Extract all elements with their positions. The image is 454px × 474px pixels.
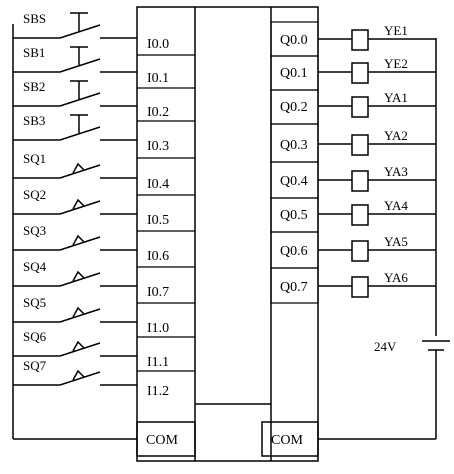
output-rows: Q0.0YE1Q0.1YE2Q0.2YA1Q0.3YA2Q0.4YA3Q0.5Y… [270,21,436,304]
input-device-label: SB1 [23,45,45,60]
pushbutton-symbol [13,80,137,107]
limit-switch-symbol [13,369,137,386]
input-terminal-label: I0.1 [147,71,169,86]
output-load-label: YA3 [384,164,408,179]
output-terminal-label: Q0.1 [280,66,308,81]
pushbutton-symbol [13,12,137,39]
coil-symbol [351,204,369,226]
output-terminal-label: Q0.3 [280,138,308,153]
input-row-I0.3: I0.3 SB3 [13,113,195,159]
input-row-I0.0: I0.0 SBS [13,11,195,56]
input-terminal-label: I1.2 [147,384,169,399]
battery-symbol [422,340,450,351]
input-row-I0.4: I0.4 SQ1 [13,151,195,196]
output-load-label: YA1 [384,90,408,105]
output-row-Q0.6: Q0.6 YA5 [270,231,436,269]
input-terminal-label: I0.5 [147,213,169,228]
output-terminal-label: Q0.7 [280,280,308,295]
pushbutton-symbol [13,114,137,141]
supply-voltage-label: 24V [374,339,397,354]
output-row-Q0.4: Q0.4 YA3 [270,161,436,199]
input-terminal-label: I0.7 [147,285,169,300]
coil-symbol [351,134,369,156]
output-com-label: COM [271,433,303,448]
limit-switch-symbol [13,198,137,215]
input-row-I0.7: I0.7 SQ4 [13,259,195,304]
output-load-label: YA4 [384,198,408,213]
input-device-label: SQ3 [23,223,46,238]
output-load-label: YA5 [384,234,408,249]
input-row-I1.2: I1.2 SQ7 [13,358,169,399]
input-terminal-label: I0.4 [147,177,169,192]
output-terminal-label: Q0.4 [280,174,308,189]
output-terminal-label: Q0.2 [280,100,308,115]
input-device-label: SQ1 [23,151,46,166]
output-row-Q0.2: Q0.2 YA1 [270,89,436,125]
output-row-Q0.0: Q0.0 YE1 [270,21,436,57]
output-load-label: YE1 [384,23,408,38]
input-device-label: SBS [23,11,46,26]
input-device-label: SB2 [23,79,45,94]
output-load-label: YE2 [384,56,408,71]
input-terminal-label: I1.1 [147,355,169,370]
input-row-I0.1: I0.1 SB1 [13,45,195,89]
input-device-label: SQ2 [23,187,46,202]
output-terminal-label: Q0.5 [280,208,308,223]
coil-symbol [351,96,369,118]
input-row-I0.6: I0.6 SQ3 [13,223,195,268]
input-com-terminal: COM [136,421,196,457]
input-row-I1.1: I1.1 SQ6 [13,329,195,372]
limit-switch-symbol [13,306,137,323]
limit-switch-symbol [13,270,137,287]
input-rows: I0.0SBSI0.1SB1I0.2SB2I0.3SB3I0.4SQ1I0.5S… [13,11,195,399]
input-terminal-label: I1.0 [147,321,169,336]
output-row-Q0.1: Q0.1 YE2 [270,55,436,91]
input-com-label: COM [146,433,178,448]
limit-switch-symbol [13,340,137,357]
input-device-label: SQ5 [23,295,46,310]
input-device-label: SQ6 [23,329,47,344]
input-device-label: SQ7 [23,358,47,373]
coil-symbol [351,240,369,262]
input-terminal-label: I0.6 [147,249,169,264]
output-terminal-label: Q0.6 [280,244,308,259]
coil-symbol [351,62,369,84]
input-row-I0.2: I0.2 SB2 [13,79,195,122]
input-terminal-label: I0.2 [147,105,169,120]
input-device-label: SB3 [23,113,45,128]
input-common-rail [12,24,137,440]
limit-switch-symbol [13,234,137,251]
input-row-I0.5: I0.5 SQ2 [13,187,195,232]
input-terminal-label: I0.3 [147,139,169,154]
output-terminal-label: Q0.0 [280,33,308,48]
coil-symbol [351,29,369,51]
output-row-Q0.3: Q0.3 YA2 [270,123,436,163]
pushbutton-symbol [13,46,137,73]
coil-symbol [351,276,369,298]
input-terminal-label: I0.0 [147,37,169,52]
coil-symbol [351,170,369,192]
output-row-Q0.5: Q0.5 YA4 [270,197,436,233]
output-row-Q0.7: Q0.7 YA6 [270,267,436,304]
input-row-I1.0: I1.0 SQ5 [13,295,195,338]
output-load-label: YA6 [384,270,408,285]
input-device-label: SQ4 [23,259,47,274]
limit-switch-symbol [13,162,137,179]
output-load-label: YA2 [384,128,408,143]
